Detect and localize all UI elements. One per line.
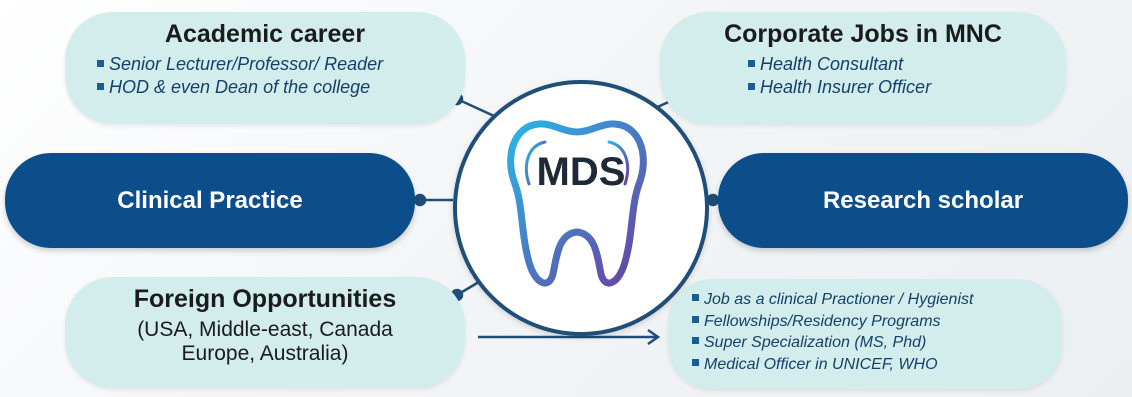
research-scholar-node: Research scholar: [718, 153, 1128, 248]
connector-dot-clinical: [413, 193, 427, 207]
arrow-head: [647, 328, 661, 346]
foreign-countries-line-2: Europe, Australia): [181, 342, 349, 366]
list-item: Senior Lecturer/Professor/ Reader: [97, 53, 465, 76]
bullet-icon: [748, 59, 755, 67]
foreign-countries-line-1: (USA, Middle-east, Canada: [137, 318, 393, 341]
list-item: Health Insurer Officer: [748, 76, 1066, 99]
connector-dot-research: [706, 193, 720, 207]
tooth-icon: [507, 120, 647, 287]
bullet-icon: [97, 59, 104, 67]
foreign-opportunities-title: Foreign Opportunities: [133, 285, 397, 313]
clinical-practice-title: Clinical Practice: [117, 186, 303, 214]
list-item: Medical Officer in UNICEF, WHO: [692, 354, 1062, 376]
mds-center-circle: MDS: [453, 80, 709, 336]
list-item: HOD & even Dean of the college: [97, 76, 465, 99]
academic-career-node: Academic career Senior Lecturer/Professo…: [65, 12, 465, 124]
list-item: Job as a clinical Practioner / Hygienist: [692, 289, 1062, 311]
bullet-icon: [692, 315, 699, 323]
bullet-icon: [748, 83, 755, 91]
corporate-jobs-title: Corporate Jobs in MNC: [724, 20, 1002, 48]
abroad-opportunities-node: Job as a clinical Practioner / Hygienist…: [668, 279, 1062, 389]
research-scholar-title: Research scholar: [822, 186, 1024, 214]
list-item: Health Consultant: [748, 53, 1066, 76]
list-item: Super Specialization (MS, Phd): [692, 332, 1062, 354]
bullet-icon: [97, 83, 104, 91]
corporate-jobs-node: Corporate Jobs in MNC Health Consultant …: [660, 12, 1066, 124]
bullet-icon: [692, 294, 699, 302]
clinical-practice-node: Clinical Practice: [5, 153, 415, 248]
foreign-opportunities-node: Foreign Opportunities (USA, Middle-east,…: [65, 277, 465, 388]
list-item: Fellowships/Residency Programs: [692, 311, 1062, 333]
bullet-icon: [692, 337, 699, 345]
academic-career-title: Academic career: [164, 20, 366, 48]
mds-label: MDS: [536, 150, 626, 194]
bullet-icon: [692, 359, 699, 367]
